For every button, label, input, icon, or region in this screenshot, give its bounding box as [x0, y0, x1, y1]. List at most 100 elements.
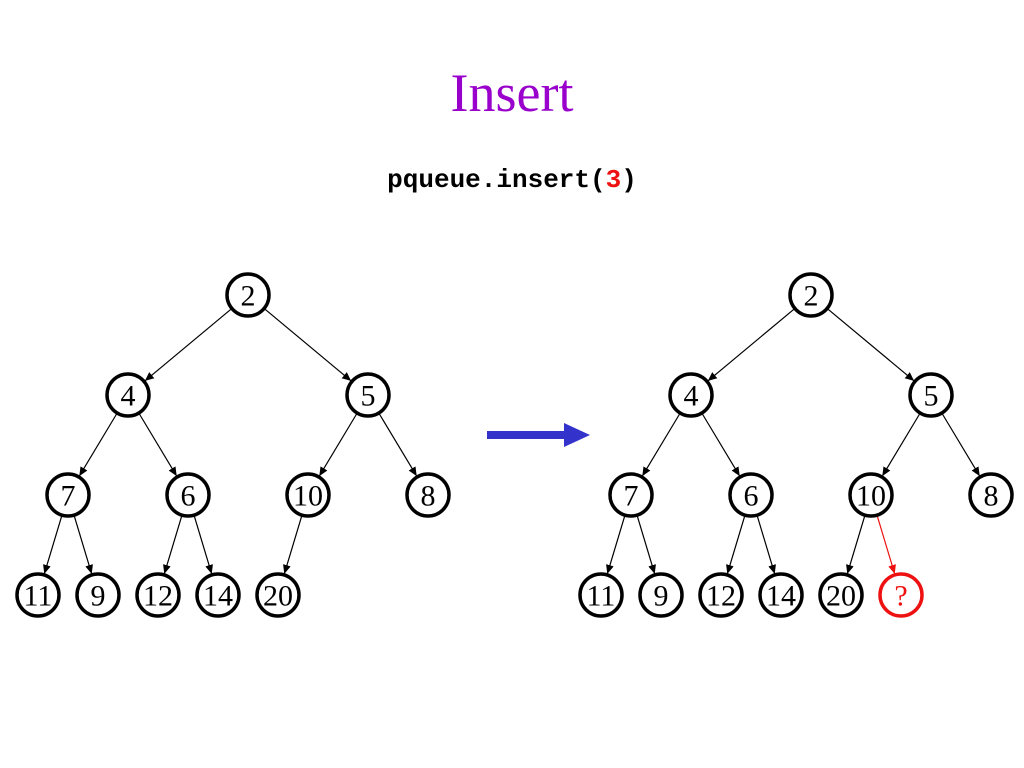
heap-node: 5	[345, 372, 391, 418]
node-value: 9	[654, 580, 669, 613]
heap-tree-before: 2 4 5 7 6 10 8 11 9 12 14 20	[15, 272, 451, 618]
tree-edge	[707, 307, 796, 382]
heap-node: 12	[698, 572, 744, 618]
heap-node: 14	[758, 572, 804, 618]
heap-node: 7	[45, 472, 91, 518]
node-value: 14	[203, 580, 233, 613]
heap-node: 12	[135, 572, 181, 618]
tree-edge	[283, 514, 303, 575]
tree-edge	[378, 412, 418, 477]
node-value: 8	[421, 480, 436, 513]
node-circle	[848, 472, 894, 518]
node-value: 6	[744, 480, 759, 513]
heap-node: 14	[195, 572, 241, 618]
node-circle	[578, 572, 624, 618]
tree-edge	[726, 514, 746, 575]
tree-edge	[636, 514, 656, 575]
tree-edge	[163, 514, 183, 575]
node-circle	[165, 472, 211, 518]
node-circle	[638, 572, 684, 618]
heap-node: 2	[788, 272, 834, 318]
tree-edge	[318, 412, 358, 477]
node-value: 4	[121, 380, 136, 413]
node-value: 2	[241, 280, 256, 313]
node-value: 7	[624, 480, 639, 513]
heap-node: 7	[608, 472, 654, 518]
tree-edge	[193, 514, 213, 575]
node-value: 10	[856, 480, 886, 513]
node-circle	[968, 472, 1014, 518]
heap-node: 2	[225, 272, 271, 318]
heap-node: 6	[165, 472, 211, 518]
node-circle	[75, 572, 121, 618]
tree-edge	[144, 307, 233, 382]
new-edge	[876, 514, 896, 575]
node-value: 20	[263, 580, 293, 613]
node-value: 11	[587, 580, 616, 613]
code-line: pqueue.insert(3)	[0, 162, 1024, 198]
tree-edge	[641, 412, 681, 477]
slide-title: Insert	[450, 63, 574, 123]
node-value: 20	[826, 580, 856, 613]
tree-edge	[606, 514, 626, 575]
node-circle	[255, 572, 301, 618]
node-circle	[608, 472, 654, 518]
heap-node: 9	[75, 572, 121, 618]
tree-edge	[701, 412, 741, 477]
node-value: 7	[61, 480, 76, 513]
node-value: 2	[804, 280, 819, 313]
heap-node: 11	[578, 572, 624, 618]
tree-edge	[73, 514, 93, 575]
node-circle	[285, 472, 331, 518]
node-circle	[135, 572, 181, 618]
node-circle	[908, 372, 954, 418]
heap-node: 9	[638, 572, 684, 618]
node-value: 5	[924, 380, 939, 413]
tree-edge	[826, 307, 915, 382]
node-circle	[788, 272, 834, 318]
heap-node: 20	[818, 572, 864, 618]
node-value: 5	[361, 380, 376, 413]
tree-edge	[263, 307, 352, 382]
tree-edge	[941, 412, 981, 477]
code-prefix: pqueue.insert(	[387, 165, 606, 195]
tree-edge	[846, 514, 866, 575]
node-value: 10	[293, 480, 323, 513]
node-circle	[45, 472, 91, 518]
new-heap-node: ?	[878, 572, 924, 618]
heap-node: 10	[848, 472, 894, 518]
node-circle	[878, 572, 924, 618]
node-value: 14	[766, 580, 796, 613]
node-value: 12	[143, 580, 173, 613]
node-value: 8	[984, 480, 999, 513]
node-circle	[818, 572, 864, 618]
node-circle	[405, 472, 451, 518]
node-value: 11	[24, 580, 53, 613]
node-circle	[668, 372, 714, 418]
transition-arrow-icon	[487, 423, 590, 447]
heap-node: 4	[105, 372, 151, 418]
node-circle	[698, 572, 744, 618]
heap-node: 8	[405, 472, 451, 518]
code-argument: 3	[605, 165, 622, 195]
node-circle	[195, 572, 241, 618]
node-value: 4	[684, 380, 699, 413]
node-value: 12	[706, 580, 736, 613]
node-circle	[758, 572, 804, 618]
heap-node: 8	[968, 472, 1014, 518]
tree-edge	[78, 412, 118, 477]
heap-tree-after: 2 4 5 7 6 10 8 11 9 12 14 20?	[578, 272, 1014, 618]
node-circle	[225, 272, 271, 318]
code-suffix: )	[621, 165, 637, 195]
node-value: ?	[894, 580, 907, 613]
node-circle	[105, 372, 151, 418]
node-circle	[728, 472, 774, 518]
heap-node: 6	[728, 472, 774, 518]
heap-node: 11	[15, 572, 61, 618]
tree-edge	[881, 412, 921, 477]
node-value: 6	[181, 480, 196, 513]
heap-node: 20	[255, 572, 301, 618]
tree-edge	[756, 514, 776, 575]
node-circle	[345, 372, 391, 418]
